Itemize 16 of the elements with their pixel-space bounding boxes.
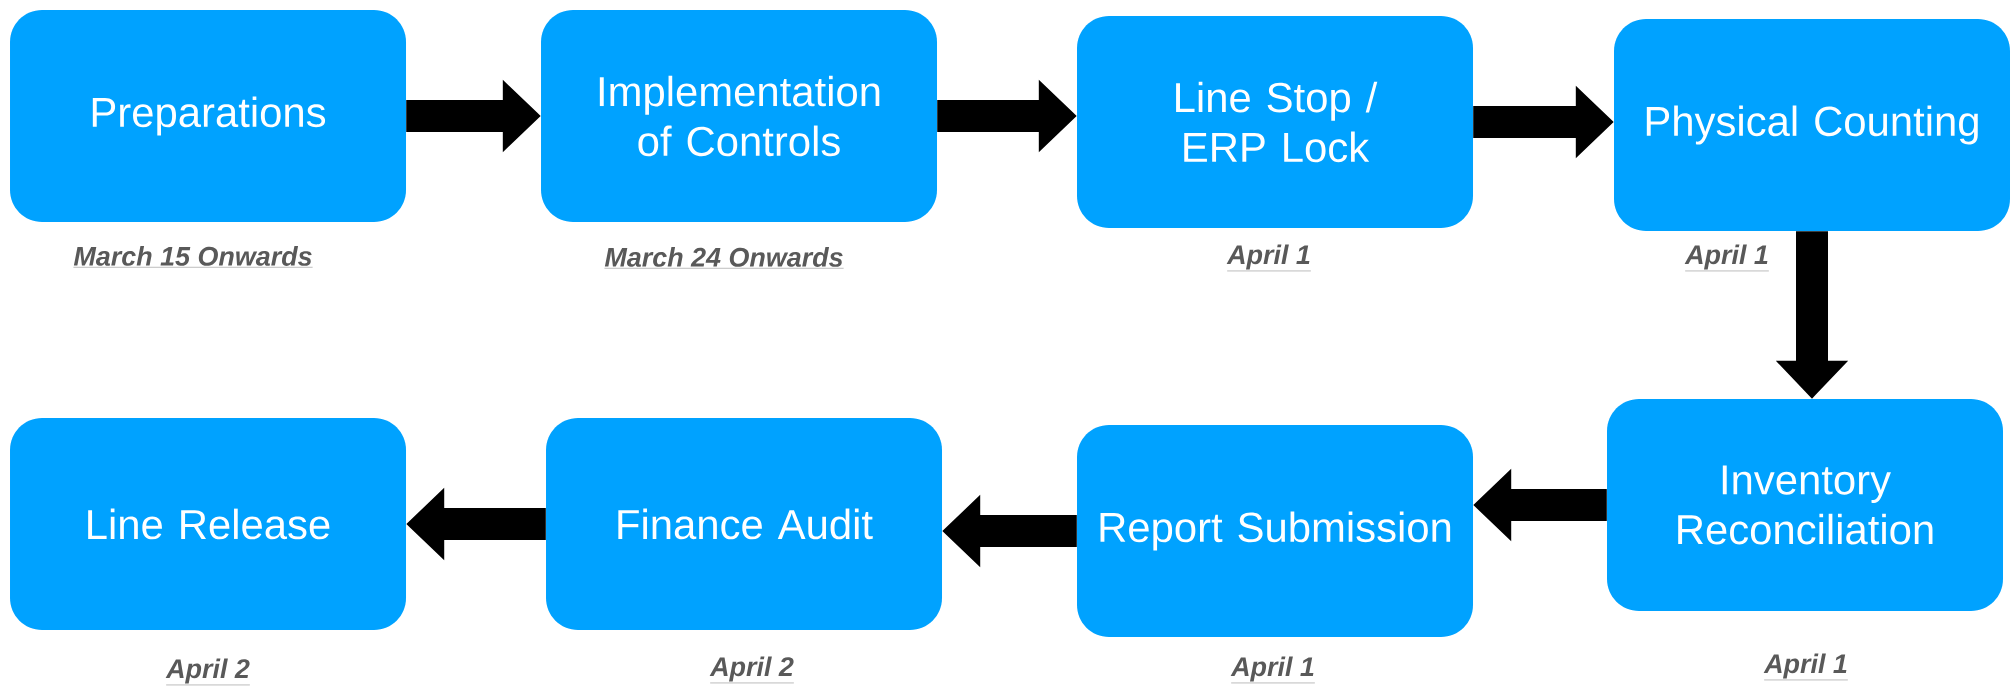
date-label: April 2	[709, 656, 795, 684]
date-label: March 15 Onwards	[73, 246, 313, 268]
process-box: Preparations	[10, 10, 406, 222]
process-box: Report Submission	[1077, 425, 1473, 637]
date-label: March 24 Onwards	[604, 247, 844, 269]
process-box: Line Release	[10, 418, 406, 630]
date-label: April 1	[1684, 244, 1770, 272]
process-box: Implementation of Controls	[541, 10, 937, 222]
process-box: Inventory Reconciliation	[1607, 399, 2003, 611]
process-box: Finance Audit	[546, 418, 942, 630]
date-label: April 1	[1230, 656, 1316, 684]
process-box: Line Stop / ERP Lock	[1077, 16, 1473, 228]
process-box: Physical Counting	[1614, 19, 2010, 231]
date-label: April 1	[1226, 244, 1312, 272]
date-label: April 2	[165, 658, 251, 686]
date-label: April 1	[1763, 653, 1849, 681]
